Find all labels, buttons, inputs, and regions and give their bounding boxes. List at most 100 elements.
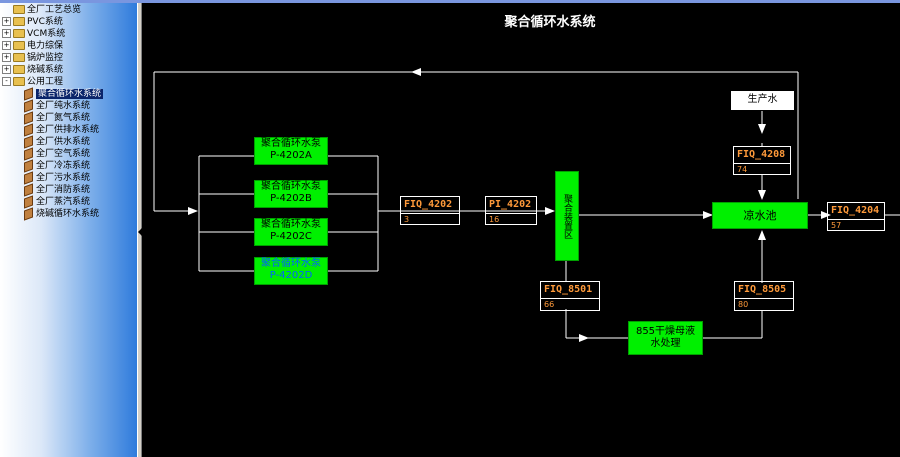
tree-item[interactable]: 全厂氮气系统 xyxy=(24,110,91,125)
pump-name: 聚合循环水泵 xyxy=(261,219,321,230)
tree-item[interactable]: - 公用工程 xyxy=(2,76,63,88)
tree-item[interactable]: 全厂污水系统 xyxy=(24,170,91,185)
page-icon xyxy=(24,158,33,173)
polymer-unit-block[interactable]: 聚合装置区 xyxy=(555,171,579,261)
instrument-value: 74 xyxy=(737,165,748,174)
expand-toggle-icon[interactable]: + xyxy=(2,53,11,62)
pump-tag: P-4202A xyxy=(270,150,312,161)
tree-item-label: 全厂消防系统 xyxy=(36,185,91,195)
tree-item-label: 电力综保 xyxy=(27,41,64,51)
tree-item[interactable]: + 锅炉监控 xyxy=(2,52,63,64)
expand-toggle-icon[interactable]: + xyxy=(2,65,11,74)
page-icon xyxy=(24,170,33,185)
pump-name: 聚合循环水泵 xyxy=(261,181,321,192)
expand-toggle-icon[interactable]: + xyxy=(2,17,11,26)
tree-item[interactable]: + PVC系统 xyxy=(2,16,63,28)
cold-water-pool[interactable]: 凉水池 xyxy=(712,202,808,229)
tree-item[interactable]: 全厂冷冻系统 xyxy=(24,158,91,173)
tree-item-label: 全厂空气系统 xyxy=(36,149,91,159)
instrument-fiq-8505[interactable]: FIQ_8505 80 xyxy=(734,281,794,311)
tree-item[interactable]: 全厂供排水系统 xyxy=(24,122,100,137)
production-water-box[interactable]: 生产水 xyxy=(730,90,795,111)
folder-icon xyxy=(13,17,25,26)
folder-icon xyxy=(13,65,25,74)
tree-item-label: 全厂氮气系统 xyxy=(36,113,91,123)
tree-item[interactable]: 聚合循环水系统 xyxy=(24,86,104,101)
tree-item[interactable]: 烧碱循环水系统 xyxy=(24,206,100,221)
tree-item[interactable]: + VCM系统 xyxy=(2,28,65,40)
tree-item-label: 烧碱系统 xyxy=(27,65,64,75)
folder-icon xyxy=(13,41,25,50)
panel-splitter[interactable] xyxy=(137,3,142,457)
instrument-value: 57 xyxy=(831,221,842,230)
pump-p-4202b[interactable]: 聚合循环水泵 P-4202B xyxy=(254,180,328,208)
tree-item-label: VCM系统 xyxy=(27,29,66,39)
pump-p-4202c[interactable]: 聚合循环水泵 P-4202C xyxy=(254,218,328,246)
instrument-value: 80 xyxy=(738,300,749,309)
instrument-pi-4202[interactable]: PI_4202 16 xyxy=(485,196,537,225)
tree-item-label: 锅炉监控 xyxy=(27,53,64,63)
folder-icon xyxy=(13,5,25,14)
instrument-tag: FIQ_8505 xyxy=(735,282,793,299)
polymer-unit-label: 聚合装置区 xyxy=(562,193,572,239)
diagram-title: 聚合循环水系统 xyxy=(504,15,596,30)
instrument-value: 16 xyxy=(489,215,500,224)
page-icon xyxy=(24,122,33,137)
page-icon xyxy=(24,134,33,149)
page-icon xyxy=(24,110,33,125)
page-icon xyxy=(24,86,33,101)
tree-item-label: PVC系统 xyxy=(27,17,63,27)
tree-item-label: 烧碱循环水系统 xyxy=(36,209,100,219)
tree-item[interactable]: 全厂供水系统 xyxy=(24,134,91,149)
page-icon xyxy=(24,194,33,209)
tree-item-label: 全厂污水系统 xyxy=(36,173,91,183)
tree-item[interactable]: 全厂工艺总览 xyxy=(2,4,81,16)
pump-tag: P-4202D xyxy=(269,270,313,281)
expand-toggle-icon[interactable]: - xyxy=(2,77,11,86)
folder-icon xyxy=(13,53,25,62)
collapse-arrow-icon[interactable] xyxy=(138,228,142,236)
tree-item[interactable]: 全厂蒸汽系统 xyxy=(24,194,90,209)
instrument-tag: FIQ_4204 xyxy=(828,203,884,220)
folder-icon xyxy=(13,77,25,86)
instrument-value: 66 xyxy=(544,300,555,309)
instrument-tag: FIQ_4202 xyxy=(401,197,459,214)
process-diagram: 聚合循环水系统 聚合循环水泵 P-4202A 聚合循环水泵 P-4202B 聚合… xyxy=(142,3,900,457)
pump-name: 聚合循环水泵 xyxy=(261,138,321,149)
tree-item-label: 聚合循环水系统 xyxy=(36,89,104,99)
tree-item-label: 全厂纯水系统 xyxy=(36,101,91,111)
tree-item-label: 全厂供排水系统 xyxy=(36,125,100,135)
dryer-line-1: 855干燥母液 xyxy=(635,326,696,337)
tree-item-label: 公用工程 xyxy=(27,77,64,87)
page-icon xyxy=(24,182,33,197)
tree-item[interactable]: + 电力综保 xyxy=(2,40,63,52)
instrument-fiq-4204[interactable]: FIQ_4204 57 xyxy=(827,202,885,231)
page-icon xyxy=(24,146,33,161)
page-icon xyxy=(24,98,33,113)
dryer-line-2: 水处理 xyxy=(650,338,681,349)
instrument-value: 3 xyxy=(404,215,410,224)
tree-item[interactable]: 全厂消防系统 xyxy=(24,182,91,197)
tree-item[interactable]: 全厂纯水系统 xyxy=(24,98,91,113)
instrument-tag: FIQ_4208 xyxy=(734,147,790,164)
pump-tag: P-4202C xyxy=(270,231,312,242)
expand-toggle-icon[interactable]: + xyxy=(2,41,11,50)
instrument-fiq-4202[interactable]: FIQ_4202 3 xyxy=(400,196,460,225)
instrument-tag: FIQ_8501 xyxy=(541,282,599,299)
tree-item[interactable]: 全厂空气系统 xyxy=(24,146,91,161)
dryer-water-treatment[interactable]: 855干燥母液 水处理 xyxy=(628,321,703,355)
page-icon xyxy=(24,206,33,221)
tree-item[interactable]: + 烧碱系统 xyxy=(2,64,63,76)
tree-item-label: 全厂供水系统 xyxy=(36,137,91,147)
window-top-border xyxy=(0,0,900,3)
folder-icon xyxy=(13,29,25,38)
instrument-fiq-4208[interactable]: FIQ_4208 74 xyxy=(733,146,791,175)
pump-name: 聚合循环水泵 xyxy=(261,258,321,269)
tree-item-label: 全厂冷冻系统 xyxy=(36,161,91,171)
pump-p-4202d[interactable]: 聚合循环水泵 P-4202D xyxy=(254,257,328,285)
pipe-lines xyxy=(153,68,900,342)
navigation-tree[interactable]: 全厂工艺总览+PVC系统+VCM系统+电力综保+锅炉监控+烧碱系统-公用工程聚合… xyxy=(0,3,137,457)
instrument-fiq-8501[interactable]: FIQ_8501 66 xyxy=(540,281,600,311)
expand-toggle-icon[interactable]: + xyxy=(2,29,11,38)
pump-p-4202a[interactable]: 聚合循环水泵 P-4202A xyxy=(254,137,328,165)
